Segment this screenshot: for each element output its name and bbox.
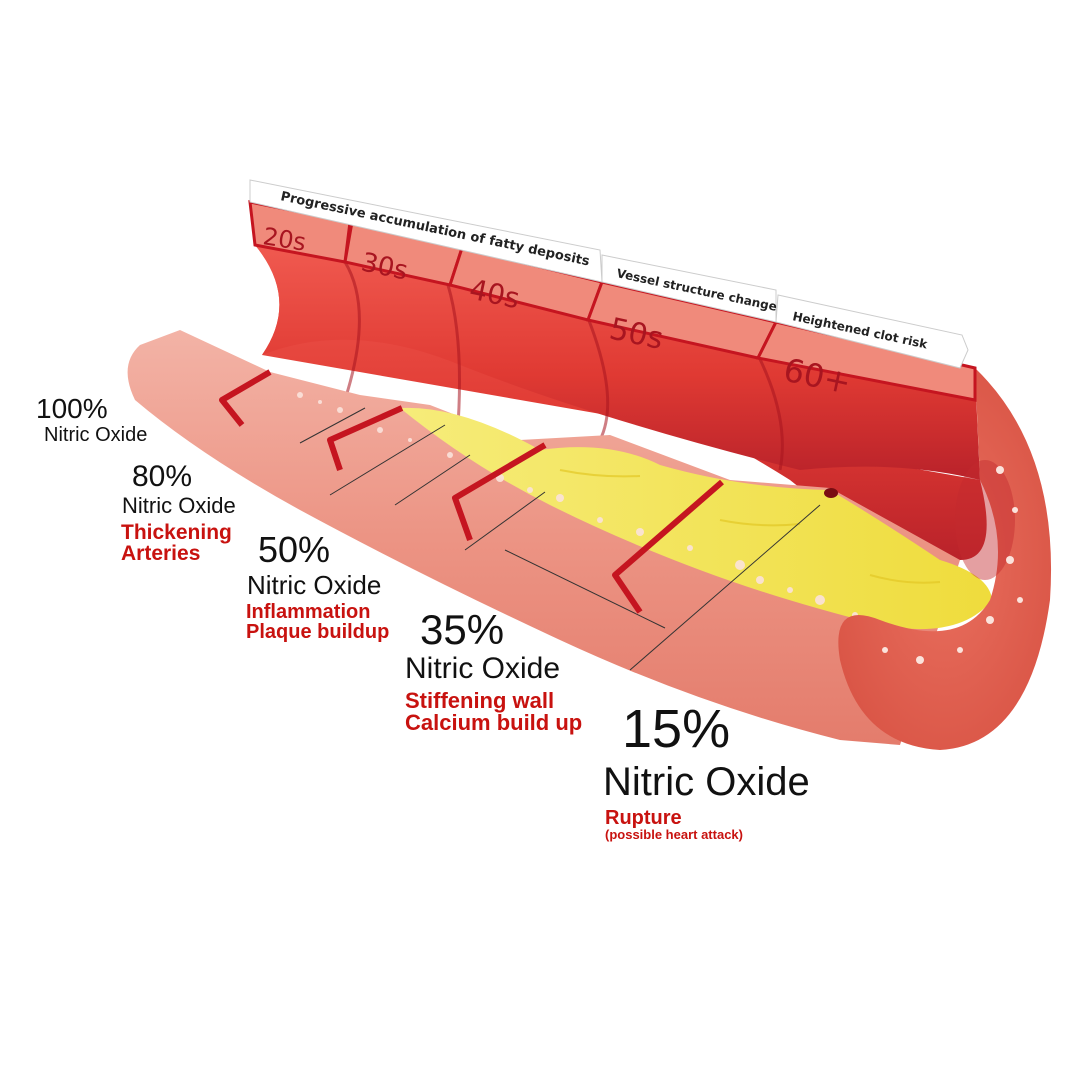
artery-end-ring [838,368,1052,750]
stage-note: Calcium build up [405,710,583,736]
plaque-streak-2 [719,519,801,527]
leader-lines [299,407,821,671]
stage-cut-50s [612,479,724,614]
lumen-fold-4 [756,354,784,471]
stage-note: Inflammation [246,601,371,623]
stage-notes: Thickening Arteries [121,522,232,565]
artery-lumen-upper [255,245,980,480]
stage-percent: 100% [36,393,108,424]
stage-notes: Rupture (possible heart attack) [605,808,743,842]
artery-wall [127,330,961,745]
stage-cut-20s [219,369,272,427]
stage-cut-30s [327,405,404,471]
lumen-fold-3 [586,317,610,441]
plaque-streak-3 [869,574,941,584]
stage-note: Thickening [121,521,232,544]
stage-note: Arteries [121,542,201,566]
stage-note: Rupture [605,807,682,829]
plaque-streak-1 [559,469,641,478]
banner-right-shape [775,294,969,369]
artery-end-lumen [955,460,1015,580]
stage-note: Plaque buildup [246,621,390,644]
tab-label-20s: 20s [261,222,308,256]
stage-note: Stiffening wall [405,688,555,713]
stage-notes: Stiffening wall Calcium build up [405,688,583,736]
stage-percent: 50% [258,529,331,570]
stage-label: Nitric Oxide [603,760,810,804]
rupture-point [824,488,838,498]
stage-label: Nitric Oxide [247,570,382,600]
end-ring-speckles [882,466,1023,664]
stage-percent: 80% [132,460,193,493]
stage-cut-40s [452,442,547,542]
plaque-deposit [400,407,992,630]
stage-note: (possible heart attack) [605,827,743,843]
stage-label: Nitric Oxide [122,493,236,518]
stage-percent: 15% [622,699,731,759]
stage-notes: Inflammation Plaque buildup [246,602,389,643]
stage-percent: 35% [420,606,505,653]
stage-label: Nitric Oxide [44,424,148,446]
stage-label: Nitric Oxide [405,652,561,685]
